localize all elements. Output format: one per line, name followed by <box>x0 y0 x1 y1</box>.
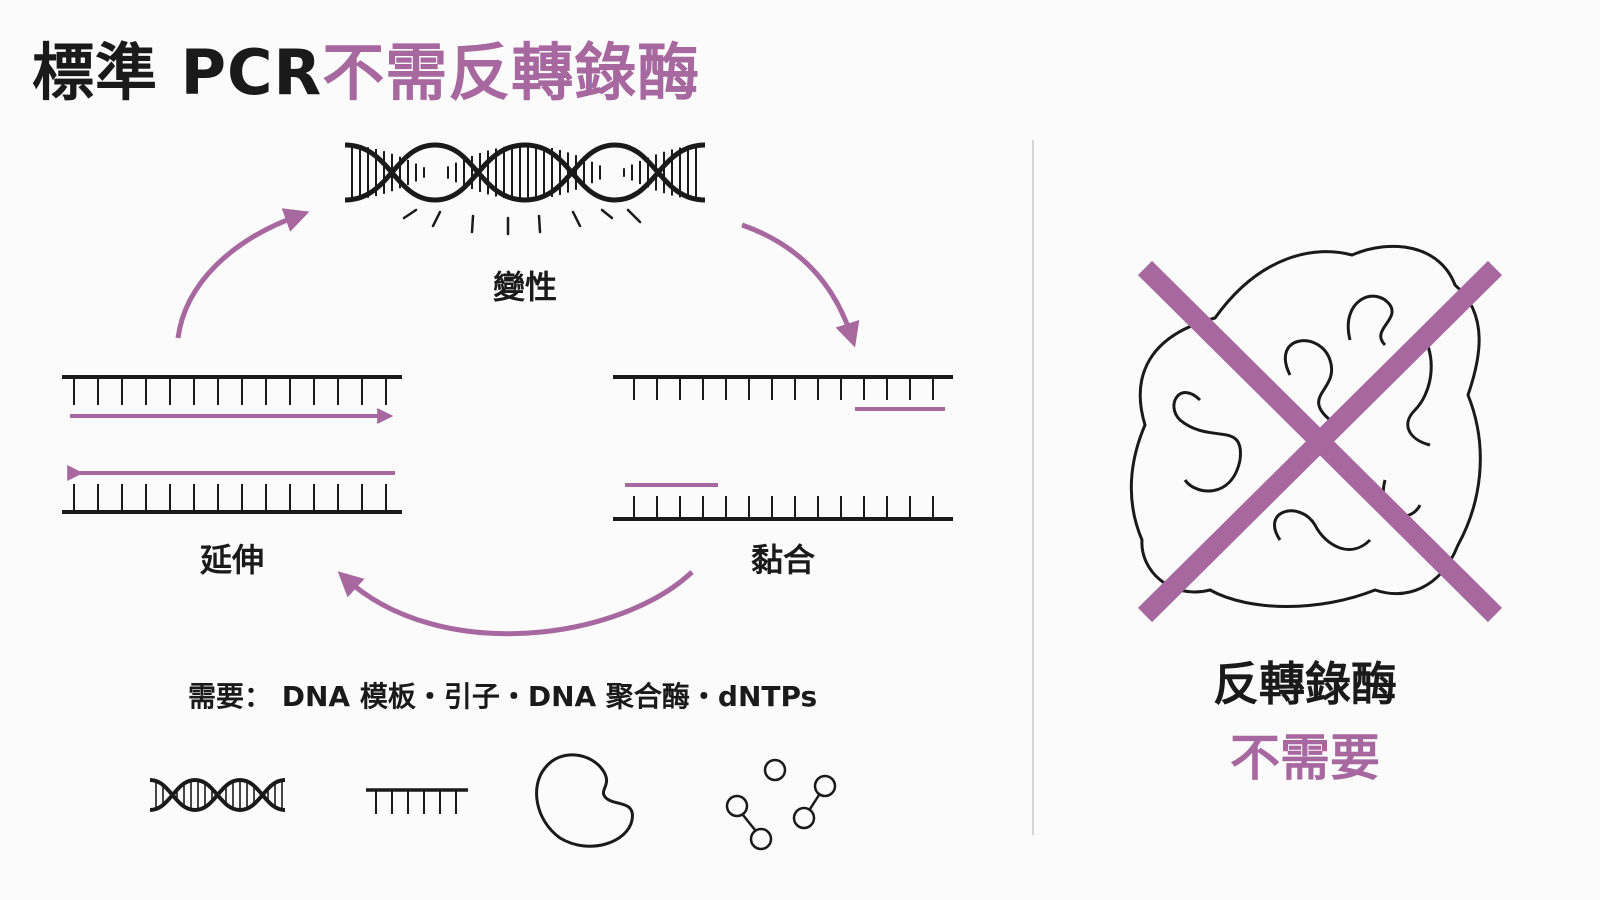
cross-icon <box>1137 260 1503 623</box>
primer-icon <box>366 788 468 814</box>
cycle-arrow-to-extension <box>337 570 694 637</box>
panel-divider <box>1032 140 1034 835</box>
cycle-arrow-to-annealing <box>741 222 860 348</box>
title-accent: 不需反轉錄酶 <box>322 36 701 109</box>
dntps-icon <box>725 758 837 851</box>
cycle-arrow-to-denature <box>175 208 310 339</box>
requirements-text: 需要： DNA 模板・引子・DNA 聚合酶・dNTPs <box>188 680 818 713</box>
dna-helix-icon <box>344 142 706 203</box>
step-denature-label: 變性 <box>492 268 558 306</box>
extension-strands <box>62 375 402 514</box>
annealing-strands <box>613 375 953 521</box>
title-prefix: 標準 PCR <box>32 36 323 109</box>
page-title: 標準 PCR不需反轉錄酶 <box>32 22 700 112</box>
enzyme-name: 反轉錄酶 <box>1213 657 1397 711</box>
step-annealing-label: 黏合 <box>750 541 816 579</box>
enzyme-status: 不需要 <box>1230 729 1380 787</box>
polymerase-icon <box>535 753 634 848</box>
heat-rays <box>402 208 642 236</box>
template-dna-icon <box>149 777 286 813</box>
step-extension-label: 延伸 <box>199 541 265 579</box>
